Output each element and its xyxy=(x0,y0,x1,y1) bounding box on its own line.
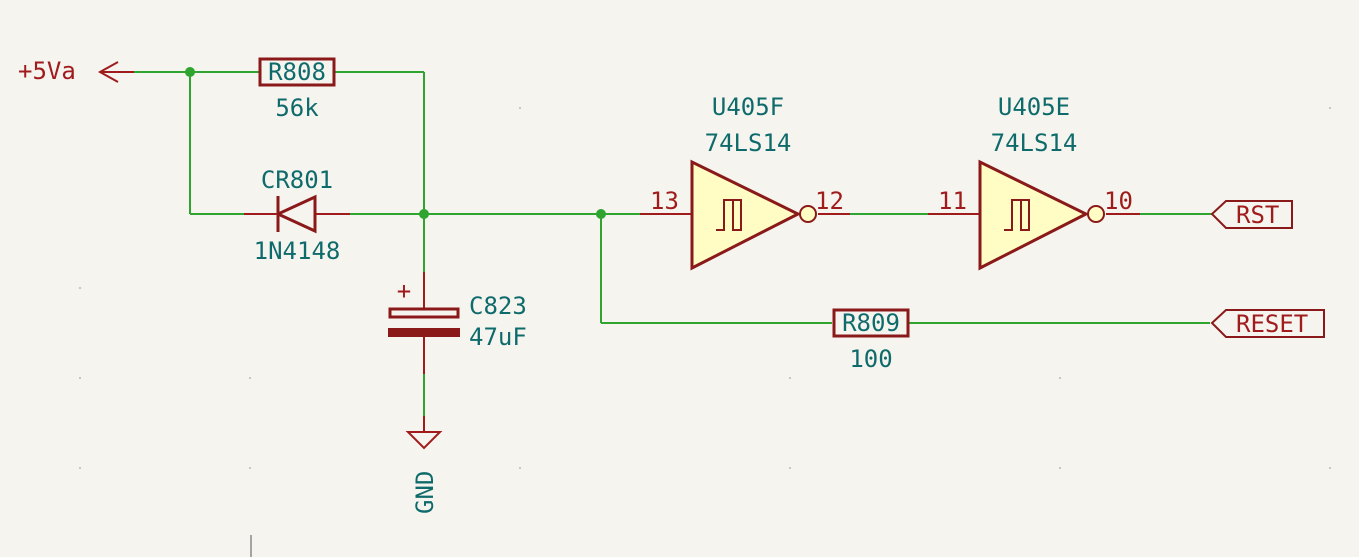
gate-u405f[interactable]: 13 12 U405F 74LS14 xyxy=(640,93,850,271)
resistor-body-icon xyxy=(832,308,910,338)
power-symbol-gnd[interactable]: GND xyxy=(405,416,443,514)
reset-label: RESET xyxy=(1236,310,1308,338)
c823-ref: C823 xyxy=(469,292,527,320)
grid-dots xyxy=(79,107,1331,469)
inverter-triangle-icon xyxy=(690,159,802,271)
inverter-triangle-icon xyxy=(978,159,1090,271)
u405e-ref: U405E xyxy=(998,93,1070,121)
junctions xyxy=(185,67,606,219)
inverter-bubble-icon xyxy=(1087,205,1105,223)
wires xyxy=(118,71,1212,416)
u405e-pin-out: 10 xyxy=(1104,187,1133,215)
hier-label-shape-icon xyxy=(1210,309,1325,338)
power-symbol-vcc[interactable]: +5Va xyxy=(18,57,134,85)
gnd-arrow-icon xyxy=(405,431,443,450)
c823-value: 47uF xyxy=(469,323,527,351)
cap-positive-plate-icon xyxy=(388,307,460,319)
resistor-r809[interactable]: R809 100 xyxy=(832,308,910,373)
diode-cr801[interactable]: CR801 1N4148 xyxy=(244,166,350,265)
net-label-rst[interactable]: RST xyxy=(1210,200,1293,229)
u405e-value: 74LS14 xyxy=(991,129,1078,157)
inverter-bubble-icon xyxy=(799,205,817,223)
cr801-value: 1N4148 xyxy=(254,237,341,265)
u405e-pin-in: 11 xyxy=(938,187,967,215)
junction-dot xyxy=(419,209,429,219)
u405f-pin-in: 13 xyxy=(650,187,679,215)
gate-u405e[interactable]: 11 10 U405E 74LS14 xyxy=(928,93,1140,271)
r808-ref: R808 xyxy=(268,58,326,86)
vcc-label: +5Va xyxy=(18,57,76,85)
u405f-value: 74LS14 xyxy=(705,129,792,157)
resistor-r808[interactable]: R808 56k xyxy=(258,57,336,122)
hier-label-shape-icon xyxy=(1210,200,1293,229)
schmitt-hysteresis-icon xyxy=(1004,199,1030,231)
junction-dot xyxy=(185,67,195,77)
junction-dot xyxy=(596,209,606,219)
cr801-ref: CR801 xyxy=(261,166,333,194)
cap-negative-plate-icon xyxy=(388,328,460,337)
capacitor-c823[interactable]: + C823 47uF xyxy=(388,272,527,374)
schmitt-hysteresis-icon xyxy=(716,199,742,231)
gnd-label: GND xyxy=(411,471,439,514)
u405f-ref: U405F xyxy=(712,93,784,121)
r808-value: 56k xyxy=(275,94,319,122)
rst-label: RST xyxy=(1236,201,1279,229)
cap-polarity: + xyxy=(397,277,411,305)
r809-value: 100 xyxy=(849,345,892,373)
resistor-body-icon xyxy=(258,57,336,87)
r809-ref: R809 xyxy=(842,309,900,337)
net-label-reset[interactable]: RESET xyxy=(1210,309,1325,338)
u405f-pin-out: 12 xyxy=(815,187,844,215)
diode-triangle-icon xyxy=(274,194,317,234)
